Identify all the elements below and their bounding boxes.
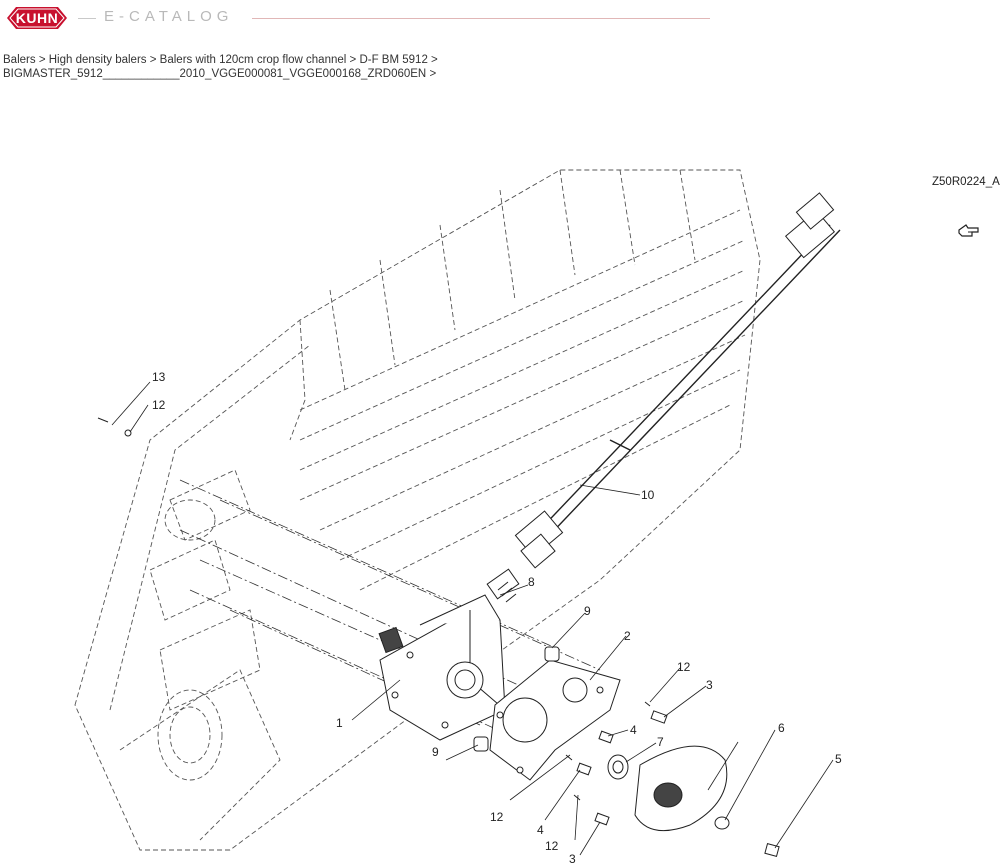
callout-12-bottom[interactable]: 12	[490, 810, 504, 824]
header-divider-left	[78, 18, 96, 19]
header-divider-right	[252, 18, 710, 19]
callout-10[interactable]: 10	[641, 488, 655, 502]
breadcrumb-item-high-density-balers[interactable]: High density balers	[48, 54, 147, 66]
callout-4-bottom[interactable]: 4	[537, 823, 544, 837]
callout-2[interactable]: 2	[624, 629, 631, 643]
baler-frame	[74, 169, 761, 851]
logo-text: KUHN	[15, 10, 59, 26]
breadcrumb-item-model[interactable]: D-F BM 5912	[359, 54, 428, 66]
kuhn-logo[interactable]	[2, 5, 72, 31]
callout-12-lower[interactable]: 12	[545, 839, 559, 853]
callout-3-right[interactable]: 3	[706, 678, 713, 692]
header-bar: KUHN E-CATALOG	[0, 0, 1000, 40]
breadcrumb-separator: >	[429, 68, 437, 80]
breadcrumb-separator: >	[38, 54, 46, 66]
callout-13[interactable]: 13	[152, 370, 166, 384]
callout-labels: 13 12 10 8 9 2 12 3 1 4 7 6 9 12 4 12 3 …	[152, 370, 842, 865]
small-fastener-part[interactable]	[97, 417, 132, 437]
exploded-parts-diagram: 13 12 10 8 9 2 12 3 1 4 7 6 9 12 4 12 3 …	[74, 169, 842, 865]
cover-disc-part[interactable]	[634, 745, 728, 832]
leader-lines	[111, 381, 834, 856]
callout-9-bottom[interactable]: 9	[432, 745, 439, 759]
breadcrumb-item-balers[interactable]: Balers	[3, 54, 36, 66]
bolt-part[interactable]	[565, 701, 668, 826]
washer-part[interactable]	[714, 816, 730, 830]
mounting-plate-part[interactable]	[489, 659, 621, 781]
callout-12-right[interactable]: 12	[677, 660, 691, 674]
breadcrumb-separator: >	[349, 54, 357, 66]
gearbox-housing-part[interactable]	[378, 594, 506, 741]
breadcrumb-separator: >	[431, 54, 438, 66]
breadcrumb-separator: >	[149, 54, 157, 66]
callout-5[interactable]: 5	[835, 752, 842, 766]
callout-8[interactable]: 8	[528, 575, 535, 589]
breadcrumb-item-120cm-channel[interactable]: Balers with 120cm crop flow channel	[159, 54, 347, 66]
callout-3-bottom[interactable]: 3	[569, 852, 576, 865]
callout-7[interactable]: 7	[657, 735, 664, 749]
spacer-part[interactable]	[473, 646, 560, 752]
callout-9-top[interactable]: 9	[584, 604, 591, 618]
callout-1[interactable]: 1	[336, 716, 343, 730]
input-shaft-part[interactable]	[486, 568, 520, 603]
diagram-reference: Z50R0224_A	[932, 176, 1000, 188]
callout-12-top[interactable]: 12	[152, 398, 166, 412]
bearing-part[interactable]	[607, 754, 629, 780]
hand-pointer-icon[interactable]	[957, 223, 981, 239]
callout-6[interactable]: 6	[778, 721, 785, 735]
brand-title: E-CATALOG	[104, 8, 234, 25]
drive-shaft-part[interactable]	[514, 192, 841, 569]
breadcrumb-item-assembly[interactable]: BIGMASTER_5912____________2010_VGGE00008…	[3, 68, 427, 80]
callout-4-right[interactable]: 4	[630, 723, 637, 737]
breadcrumb: Balers > High density balers > Balers wi…	[3, 53, 438, 81]
